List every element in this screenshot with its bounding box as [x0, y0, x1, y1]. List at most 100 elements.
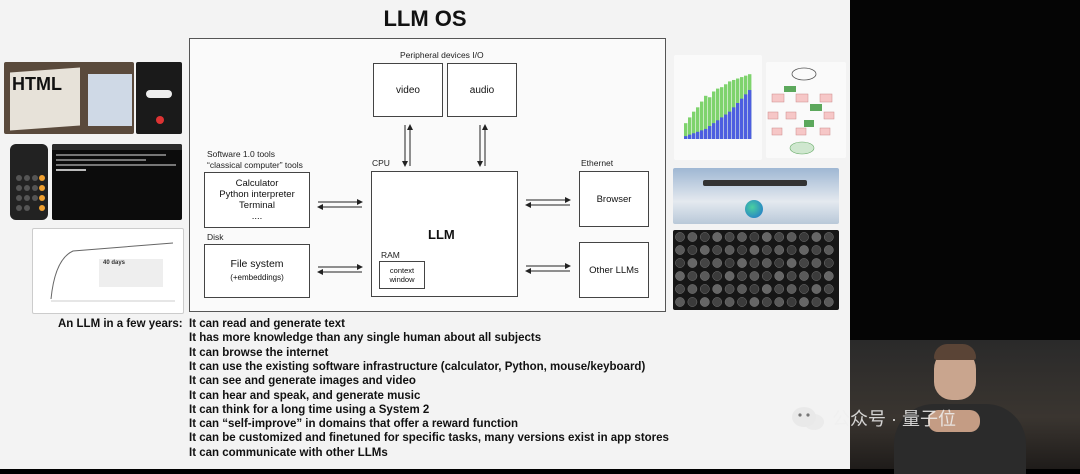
thumb-terminal: [52, 144, 182, 220]
avatar: [687, 245, 698, 255]
avatar: [811, 232, 822, 242]
mini-bar-inner: [716, 120, 720, 139]
watermark-text: 公众号 · 量子位: [832, 409, 956, 429]
other-llms-label: Other LLMs: [589, 264, 639, 276]
avatar: [699, 258, 710, 268]
avatar: [799, 297, 809, 307]
avatar: [811, 297, 822, 307]
mini-bar: [700, 101, 704, 139]
list-item: It can “self-improve” in domains that of…: [189, 418, 519, 431]
mini-bar-inner: [700, 130, 704, 139]
avatar: [675, 245, 685, 255]
avatar: [699, 245, 710, 255]
avatar: [712, 271, 723, 281]
avatar: [724, 245, 735, 255]
avatar: [762, 284, 772, 294]
presenter-hands: [928, 410, 980, 432]
html-word: HTML: [12, 74, 62, 94]
avatar: [786, 271, 797, 281]
avatar: [687, 258, 698, 268]
avatar: [786, 284, 797, 294]
avatar: [737, 258, 747, 268]
mini-bar-inner: [736, 103, 740, 139]
avatar: [699, 297, 710, 307]
avatar: [749, 245, 760, 255]
thumb-progress-chart: 40 days: [32, 228, 184, 314]
avatar: [712, 245, 723, 255]
mini-bar-inner: [704, 128, 708, 139]
avatar: [737, 297, 747, 307]
avatar: [823, 232, 834, 242]
list-item: It has more knowledge than any single hu…: [189, 332, 542, 345]
tool-calculator: Calculator: [235, 178, 279, 189]
ram-label: RAM: [381, 250, 400, 260]
avatar: [687, 271, 698, 281]
audio-box: audio: [447, 63, 517, 117]
avatar: [799, 232, 809, 242]
mini-bar: [696, 107, 700, 139]
audio-label: audio: [469, 84, 495, 96]
avatar: [799, 258, 809, 268]
avatar: [774, 284, 784, 294]
avatar: [774, 245, 784, 255]
avatar: [712, 297, 723, 307]
mini-bar: [708, 97, 712, 139]
mini-bar: [720, 87, 724, 139]
days-label: 40 days: [103, 260, 126, 266]
avatar: [811, 245, 822, 255]
mini-bar: [728, 81, 732, 139]
mini-bar-inner: [748, 90, 752, 139]
browser-label: Browser: [596, 193, 632, 205]
avatar: [737, 245, 747, 255]
thumb-tree-diagram: [766, 62, 846, 158]
cpu-label: CPU: [372, 158, 390, 168]
mini-bar: [704, 95, 708, 139]
video-label: video: [396, 84, 420, 96]
avatar: [762, 297, 772, 307]
avatar: [699, 232, 710, 242]
mini-bar-inner: [728, 111, 732, 139]
avatar: [724, 232, 735, 242]
mini-bar: [692, 111, 696, 139]
avatar: [749, 297, 760, 307]
thumb-avatar-grid: [673, 230, 839, 310]
avatar: [823, 245, 834, 255]
avatar: [737, 232, 747, 242]
thumb-calculator: [10, 144, 48, 220]
avatar: [774, 258, 784, 268]
avatar: [774, 297, 784, 307]
avatar: [786, 297, 797, 307]
peripheral-label: Peripheral devices I/O: [400, 50, 484, 60]
thumb-browser: [673, 168, 839, 224]
diagram-arrows: [317, 124, 571, 275]
avatar: [762, 245, 772, 255]
avatar: [786, 232, 797, 242]
mini-bar-inner: [688, 134, 692, 139]
browser-box: Browser: [579, 171, 649, 227]
avatar: [687, 232, 698, 242]
avatar: [712, 258, 723, 268]
list-item: It can see and generate images and video: [189, 375, 416, 388]
video-box: video: [373, 63, 443, 117]
avatar: [675, 271, 685, 281]
avatar: [762, 232, 772, 242]
filesystem-box: File system (+embeddings): [204, 244, 310, 298]
context-label: context: [389, 266, 415, 275]
mini-bar-inner: [724, 114, 728, 139]
software-label-line1: Software 1.0 tools: [207, 149, 276, 159]
avatar: [712, 284, 723, 294]
list-item: It can hear and speak, and generate musi…: [189, 389, 421, 402]
avatar: [786, 245, 797, 255]
list-item: It can use the existing software infrast…: [189, 360, 646, 373]
list-item: It can read and generate text: [189, 318, 345, 330]
wechat-icon: [792, 407, 824, 430]
llm-os-diagram: Peripheral devices I/O video audio Softw…: [189, 38, 666, 312]
avatar: [699, 284, 710, 294]
watermark: 公众号 · 量子位: [790, 404, 956, 432]
avatar: [811, 258, 822, 268]
software-label: Software 1.0 tools “classical computer” …: [207, 149, 303, 171]
mini-bar: [716, 88, 720, 139]
mini-bar-inner: [732, 107, 736, 139]
mini-bar-inner: [708, 126, 712, 139]
